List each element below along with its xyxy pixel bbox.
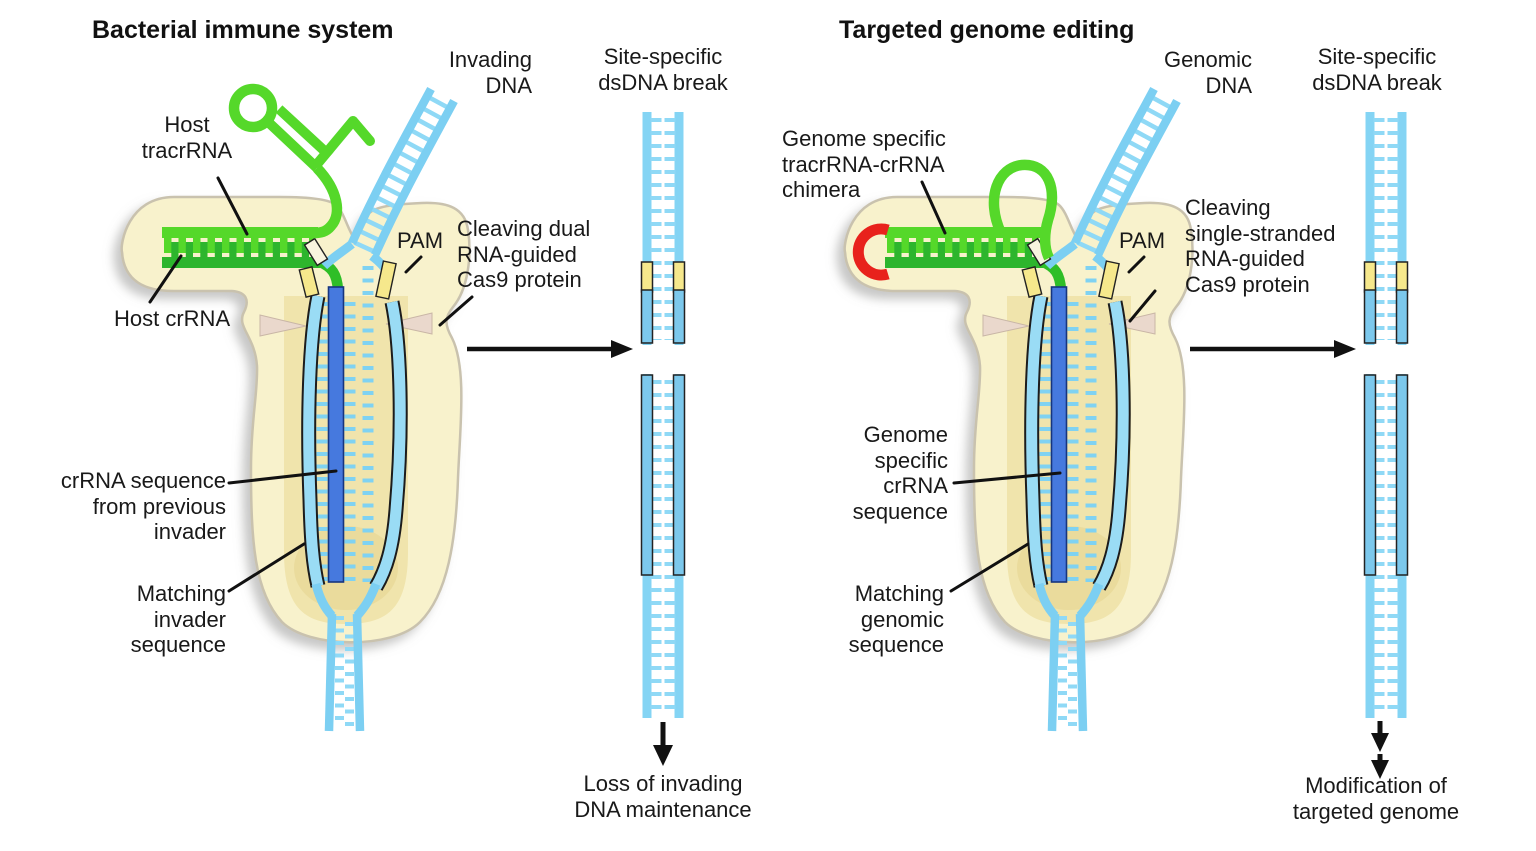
- pam-label-left: PAM: [397, 228, 444, 253]
- invading-dna-label: Invading DNA: [448, 47, 532, 98]
- outcome-arrow-right: [1371, 721, 1389, 779]
- cas9-label-right: Cleaving single-stranded RNA-guided Cas9…: [1185, 195, 1336, 297]
- matching-sequence-label-left: Matching invader sequence: [130, 581, 226, 658]
- tracrrna-hairpin: [228, 83, 375, 239]
- chimera-linker-red: [852, 223, 890, 281]
- cas9-label-left: Cleaving dual RNA-guided Cas9 protein: [457, 216, 591, 293]
- panel-title-right: Targeted genome editing: [839, 16, 1135, 44]
- dsdna-break-label-left: Site-specific dsDNA break: [598, 44, 728, 95]
- host-crrna-label: Host crRNA: [114, 306, 231, 331]
- chimera-loop: [988, 159, 1058, 261]
- genomic-dna-label: Genomic DNA: [1163, 47, 1252, 98]
- chimera-label: Genome specific tracrRNA-crRNA chimera: [782, 126, 946, 203]
- crrna-sequence-label-right: Genome specific crRNA sequence: [852, 422, 948, 524]
- dsdna-break-label-right: Site-specific dsDNA break: [1312, 44, 1442, 95]
- outcome-label-left: Loss of invading DNA maintenance: [574, 771, 752, 822]
- crrna-sequence-label-left: crRNA sequence from previous invader: [60, 468, 226, 545]
- outcome-arrow-left: [653, 722, 673, 766]
- matching-sequence-label-right: Matching genomic sequence: [848, 581, 944, 658]
- pam-label-right: PAM: [1119, 228, 1166, 253]
- host-tracrrna-label: Host tracrRNA: [141, 112, 233, 163]
- leader-lines-right: [920, 180, 1157, 593]
- outcome-label-right: Modification of targeted genome: [1292, 773, 1460, 824]
- panel-title-left: Bacterial immune system: [92, 16, 394, 44]
- leader-lines-left: [148, 176, 474, 593]
